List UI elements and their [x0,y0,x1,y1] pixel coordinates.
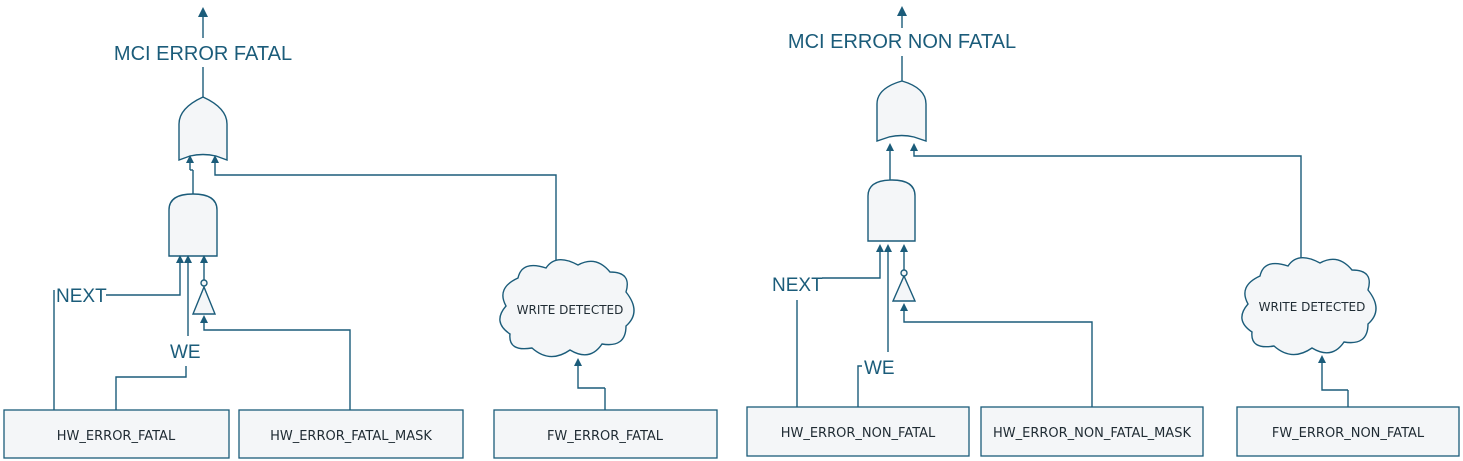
fatal-circuit: MCI ERROR FATAL NEXT WE WRITE D [3,7,718,459]
fatal-next-label: NEXT [56,286,107,307]
nonfatal-next-wire [822,251,881,279]
fatal-and-gate [168,193,218,257]
fatal-mask-box [238,409,464,459]
fatal-output-label: MCI ERROR FATAL [114,43,292,65]
nonfatal-hw-to-we-wire [857,365,862,407]
fatal-fw-box [493,409,718,459]
nonfatal-next-label: NEXT [772,275,823,296]
nonfatal-hw-box [746,406,970,457]
fatal-hw-box-label: HW_ERROR_FATAL [57,429,176,444]
nonfatal-fw-box [1236,406,1460,457]
nonfatal-we-label: WE [864,358,895,379]
nonfatal-mask-box-label: HW_ERROR_NON_FATAL_MASK [993,426,1191,441]
nonfatal-cloud-to-or-wire [913,150,1302,268]
nonfatal-mask-wire [903,310,1093,407]
fatal-cloud-to-or-wire [214,162,557,270]
nonfatal-and-gate [867,179,916,242]
nonfatal-fw-to-cloud-wire [1321,362,1348,391]
fatal-output-arrow [198,7,208,17]
nonfatal-mask-box [980,406,1204,457]
fatal-write-detected-cloud [499,259,635,358]
nonfatal-or-gate [876,80,927,142]
nonfatal-fw-box-label: FW_ERROR_NON_FATAL [1272,426,1425,441]
fatal-not-gate [191,285,217,315]
nonfatal-hw-box-label: HW_ERROR_NON_FATAL [781,426,936,441]
nonfatal-write-detected-cloud [1241,257,1377,356]
fatal-fw-to-cloud-wire [577,365,605,389]
nonfatal-circuit: MCI ERROR NON FATAL NEXT WE WRITE DETECT… [746,6,1460,457]
fatal-next-wire [106,262,181,296]
fatal-mask-box-label: HW_ERROR_FATAL_MASK [270,429,432,444]
nonfatal-not-gate [891,274,917,302]
fatal-hw-box [3,409,230,459]
nonfatal-output-label: MCI ERROR NON FATAL [788,31,1016,53]
fatal-fw-box-label: FW_ERROR_FATAL [547,429,664,444]
nonfatal-cloud-label: WRITE DETECTED [1259,300,1366,314]
fatal-cloud-label: WRITE DETECTED [517,303,624,317]
fatal-hw-to-we-wire [115,366,187,410]
fatal-or-gate [178,96,228,161]
fatal-we-label: WE [170,342,201,363]
fatal-mask-wire [203,322,351,410]
nonfatal-output-arrow [897,6,907,16]
